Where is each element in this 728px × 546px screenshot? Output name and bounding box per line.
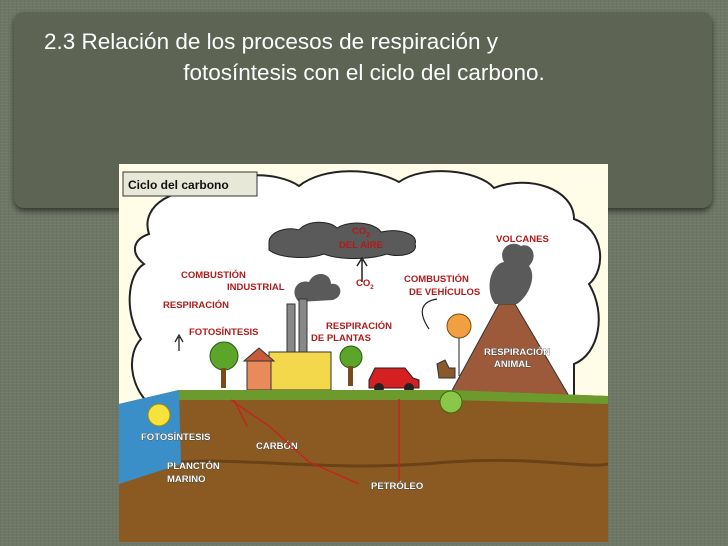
tree-left (209, 341, 239, 371)
tree-middle (339, 345, 363, 369)
animal-respiration-icon (446, 313, 472, 339)
factory-chimney-2 (298, 298, 308, 355)
deer (436, 359, 456, 379)
diagram-title: Ciclo del carbono (128, 178, 229, 192)
respiracion-plantas-label-2: DE PLANTAS (311, 333, 371, 344)
factory-building (268, 351, 332, 391)
house-roof (242, 347, 276, 362)
combustion-industrial-label-1: COMBUSTIÓN (181, 269, 246, 281)
grass-layer (119, 390, 608, 414)
house-building (246, 359, 272, 391)
volcano-smoke (489, 243, 534, 304)
respiracion-animal-label-1: RESPIRACIÓN (484, 346, 550, 358)
slide-title-line-2: fotosíntesis con el ciclo del carbono. (183, 60, 545, 85)
arrow-to-air (356, 256, 368, 282)
combustion-industrial-label-2: INDUSTRIAL (227, 282, 285, 293)
tree-middle-trunk (348, 366, 353, 386)
co2-air-cloud (268, 221, 416, 259)
plancton-label-1: PLANCTÓN (167, 460, 220, 472)
tree-left-trunk (221, 368, 226, 388)
slide-title-line-1: 2.3 Relación de los procesos de respirac… (44, 29, 498, 54)
respiracion-plantas-label-1: RESPIRACIÓN (326, 320, 392, 332)
fotosintesis-arrow (174, 333, 184, 351)
co2-small-label: CO2 (356, 278, 374, 291)
factory-smoke (294, 273, 341, 302)
petroleo-label: PETRÓLEO (371, 480, 423, 492)
combustion-vehiculos-label-2: DE VEHÍCULOS (409, 287, 480, 298)
car-exhaust-arrow (421, 298, 438, 330)
ground-stratum (158, 458, 608, 468)
plancton-label-2: MARINO (167, 474, 206, 485)
factory-chimney-1 (286, 303, 296, 355)
volcanes-label: VOLCANES (496, 234, 549, 245)
recycle-icon (439, 390, 463, 414)
respiracion-label: RESPIRACIÓN (163, 299, 229, 311)
fotosintesis-top-label: FOTOSÍNTESIS (189, 327, 259, 338)
diagram-title-box (122, 171, 258, 197)
co2-air-label-2: DEL AIRE (339, 240, 383, 251)
diagram-canvas: Ciclo del carbono CO2 DEL AIRE CO2 VOLCA… (119, 164, 608, 542)
carbon-cycle-diagram: Ciclo del carbono CO2 DEL AIRE CO2 VOLCA… (119, 164, 608, 542)
slide-title: 2.3 Relación de los procesos de respirac… (44, 26, 684, 88)
flow-arrow-to-carbon (233, 399, 248, 427)
co2-air-label: CO2 (352, 226, 370, 239)
combustion-vehiculos-label-1: COMBUSTIÓN (404, 273, 469, 285)
respiracion-animal-label-2: ANIMAL (494, 359, 531, 370)
fotosintesis-bottom-label: FOTOSÍNTESIS (141, 432, 211, 443)
plankton-sun-icon (147, 403, 171, 427)
flow-arrow-to-petroleo (230, 399, 360, 485)
